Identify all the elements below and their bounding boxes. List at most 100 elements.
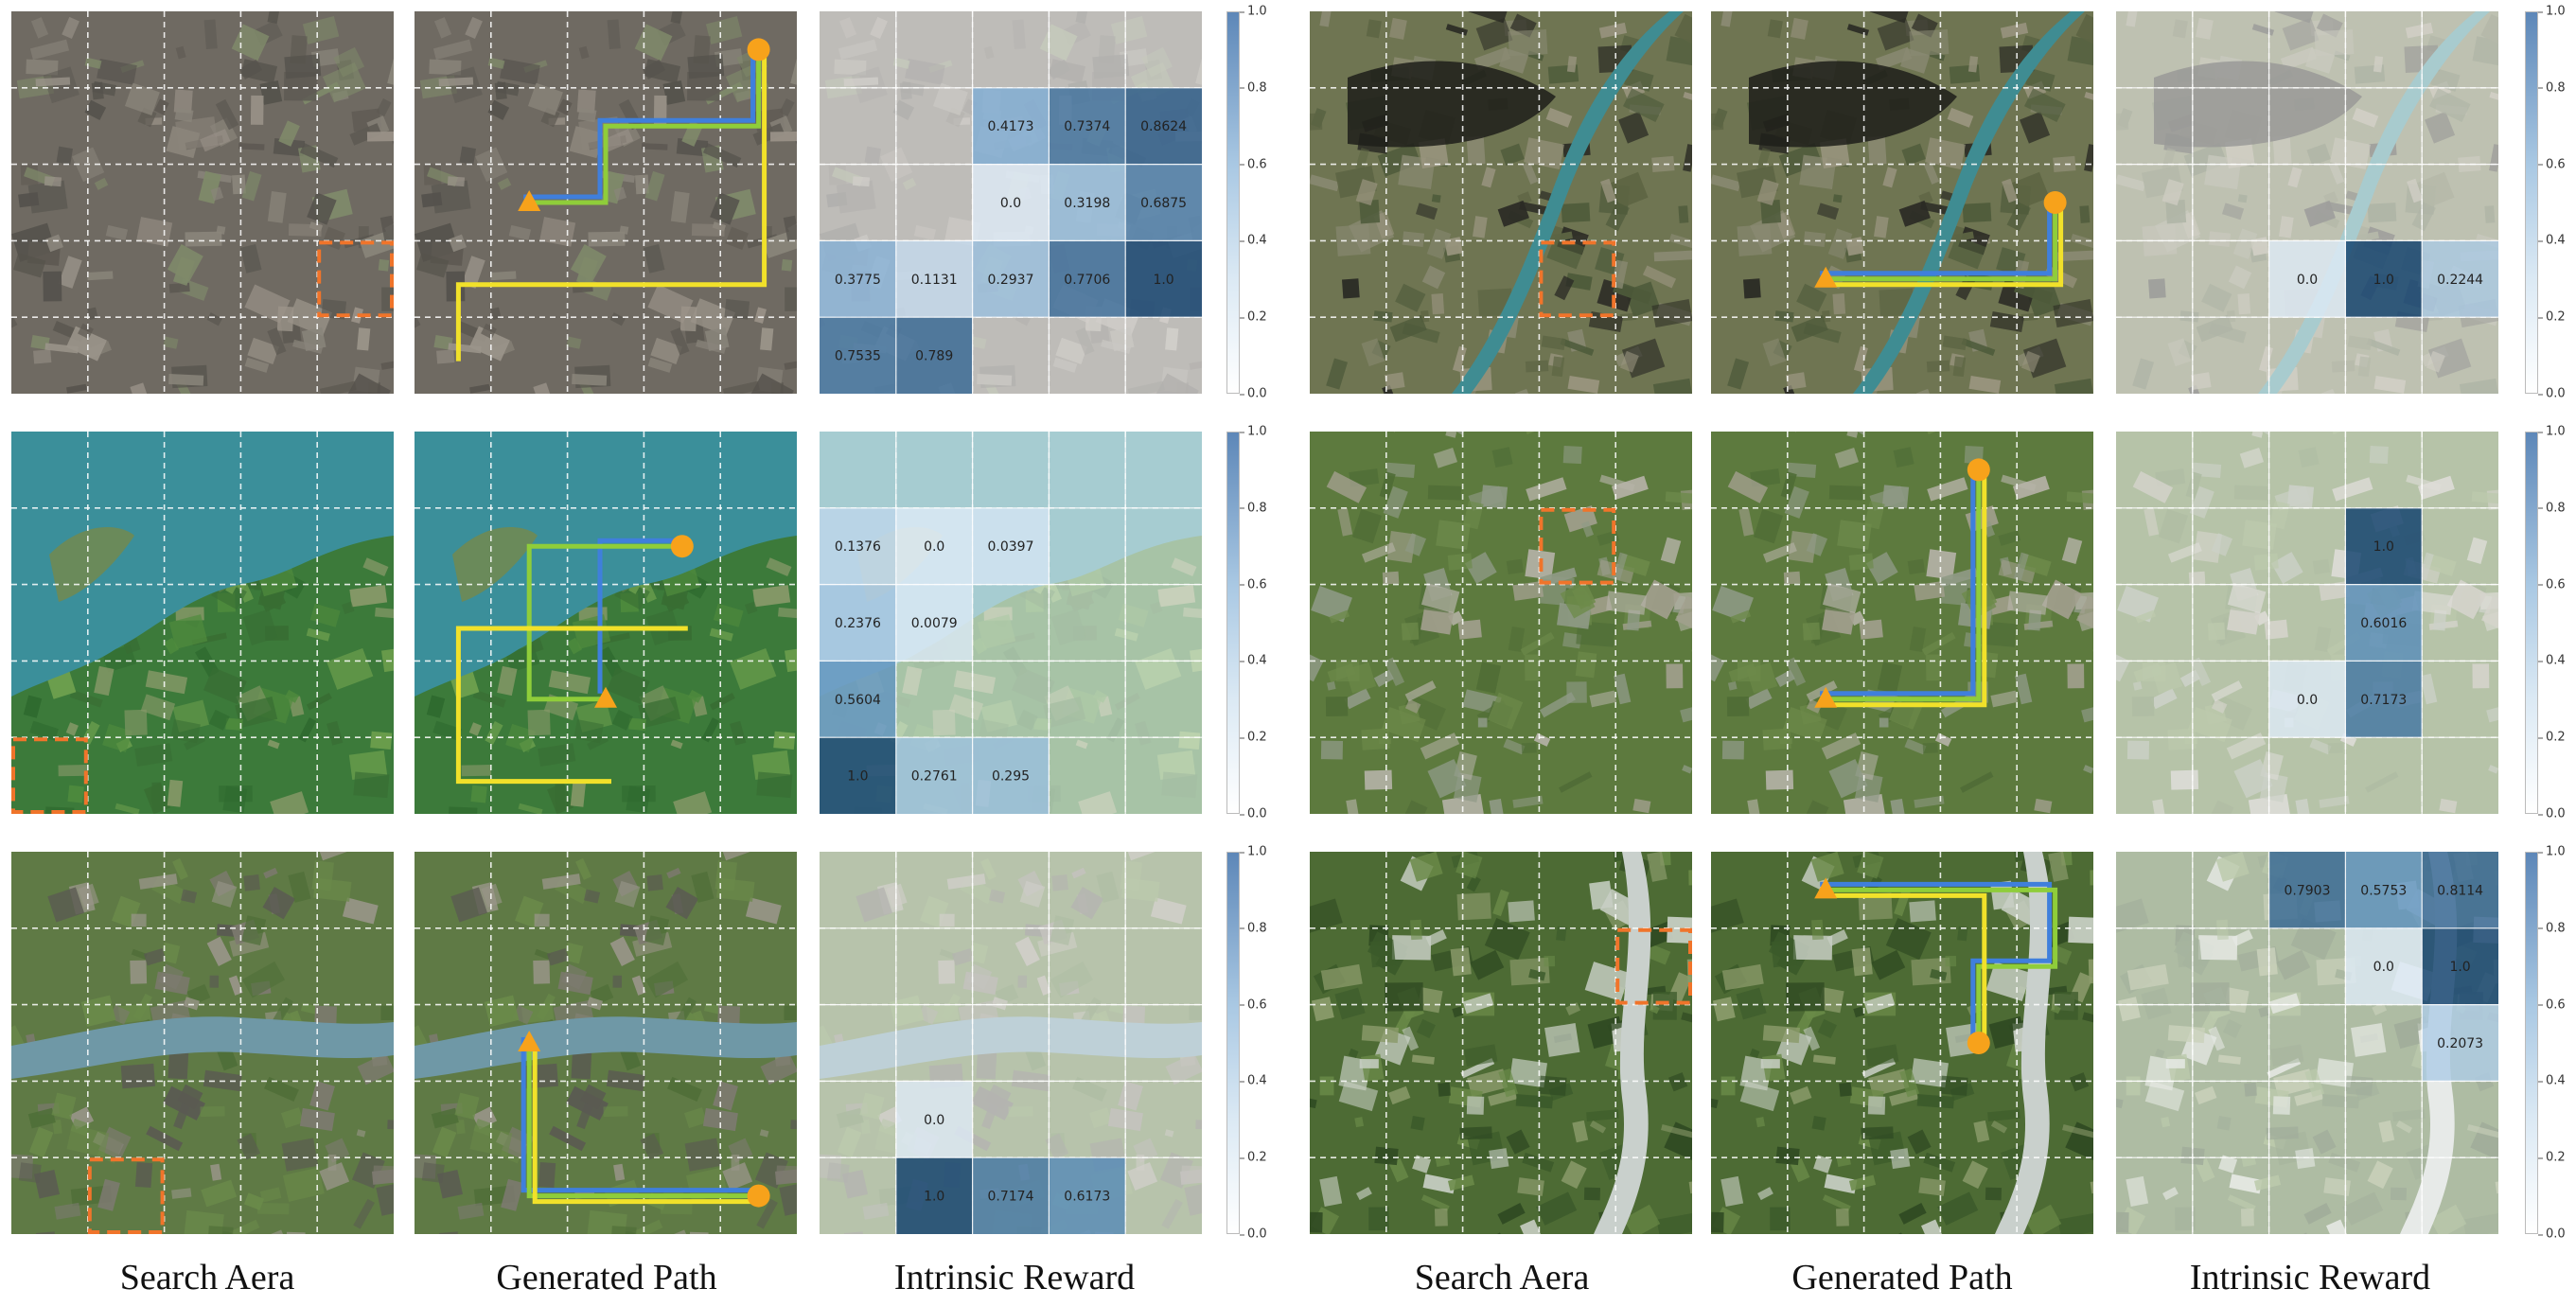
reward-value: 0.7174	[988, 1190, 1034, 1205]
path-line	[532, 1049, 765, 1205]
generated-path-panel	[1711, 852, 2093, 1234]
aerial-map-image	[1711, 11, 2093, 394]
colorbar-tick: 1.0	[1240, 424, 1267, 439]
aerial-map-image	[1711, 432, 2093, 814]
reward-value: 0.7374	[1064, 119, 1110, 134]
column-label-generated-path-left: Generated Path	[496, 1258, 717, 1297]
reward-cell	[972, 240, 1050, 318]
target-box	[87, 1157, 165, 1234]
target-box	[1539, 507, 1616, 585]
reward-value: 0.7173	[2360, 693, 2407, 708]
reward-cell	[972, 507, 1050, 585]
path-line	[526, 543, 682, 702]
reward-value: 1.0	[1153, 273, 1173, 288]
search-area-panel	[11, 432, 394, 814]
colorbar-tick: 0.6	[1240, 157, 1267, 172]
colorbar-tick: 0.8	[2538, 921, 2566, 936]
start-triangle-marker	[518, 1031, 541, 1051]
path-line	[526, 1043, 759, 1199]
search-area-panel	[1310, 852, 1692, 1234]
generated-path-panel	[1711, 432, 2093, 814]
colorbar-tick: 0.2	[2538, 1150, 2566, 1165]
search-area-panel	[1310, 432, 1692, 814]
search-area-panel	[11, 852, 394, 1234]
colorbar-tick: 0.0	[2538, 1227, 2566, 1242]
goal-circle-marker	[2043, 191, 2067, 214]
path-line	[1820, 197, 2053, 276]
reward-cell	[820, 507, 896, 585]
path-line	[455, 626, 688, 785]
reward-value: 0.2244	[2437, 273, 2483, 288]
goal-circle-marker	[747, 1184, 770, 1208]
reward-value: 0.789	[915, 349, 953, 364]
path-line	[1826, 203, 2058, 282]
colorbar-tick: 0.4	[2538, 233, 2566, 248]
aerial-map-image	[415, 852, 797, 1234]
colorbar-tick: 0.4	[1240, 233, 1267, 248]
reward-cell	[820, 240, 896, 318]
start-triangle-marker	[518, 190, 541, 211]
target-box	[317, 240, 394, 318]
reward-cell	[2345, 240, 2423, 318]
reward-cell	[2345, 584, 2423, 662]
reward-value: 0.6173	[1064, 1190, 1110, 1205]
path-line	[1831, 892, 1987, 1049]
start-triangle-marker	[594, 686, 617, 708]
search-area-panel	[1310, 11, 1692, 394]
colorbar-gradient	[1226, 852, 1240, 1234]
column-label-search-area-right: Search Aera	[1414, 1258, 1590, 1297]
generated-path-panel	[1711, 11, 2093, 394]
column-label-intrinsic-reward-left: Intrinsic Reward	[893, 1258, 1136, 1297]
colorbar-gradient	[2525, 852, 2538, 1234]
search-area-panel	[11, 11, 394, 394]
colorbar-tick: 0.2	[1240, 1150, 1267, 1165]
reward-cell	[895, 584, 973, 662]
aerial-map-image	[1310, 852, 1692, 1234]
aerial-map-image	[415, 11, 797, 394]
reward-cell	[895, 1081, 973, 1158]
reward-cell	[2345, 927, 2423, 1005]
colorbar-tick: 1.0	[2538, 424, 2566, 439]
reward-cell	[1049, 1157, 1126, 1234]
colorbar-gradient	[2525, 11, 2538, 394]
colorbar-tick: 1.0	[2538, 844, 2566, 859]
reward-value: 0.5753	[2360, 883, 2407, 898]
reward-value: 1.0	[847, 769, 868, 785]
reward-cell	[895, 317, 973, 394]
reward-cell	[2345, 661, 2423, 738]
reward-cell	[2268, 661, 2346, 738]
target-box	[1615, 927, 1692, 1005]
reward-cell	[820, 584, 896, 662]
path-line	[1820, 464, 1976, 697]
reward-cell	[2422, 927, 2498, 1005]
colorbar-tick: 1.0	[1240, 4, 1267, 19]
colorbar-tick: 0.0	[2538, 806, 2566, 821]
column-label-generated-path-right: Generated Path	[1791, 1258, 2013, 1297]
goal-circle-marker	[670, 535, 694, 558]
colorbar-tick: 0.6	[1240, 997, 1267, 1013]
reward-cell	[895, 737, 973, 814]
colorbar-tick: 0.6	[1240, 577, 1267, 592]
colorbar-tick: 0.8	[2538, 501, 2566, 516]
colorbar-tick: 0.0	[1240, 1227, 1267, 1242]
path-line	[1831, 208, 2064, 288]
colorbar-tick: 0.8	[1240, 80, 1267, 96]
reward-value: 0.7535	[835, 349, 881, 364]
goal-circle-marker	[1967, 1032, 1990, 1054]
path-line	[1820, 881, 2053, 1037]
reward-value: 1.0	[2449, 960, 2470, 975]
reward-cell	[2268, 240, 2346, 318]
reward-value: 0.2376	[835, 616, 881, 631]
path-line	[455, 55, 768, 362]
aerial-map-image	[11, 11, 394, 394]
reward-cell	[895, 240, 973, 318]
column-label-search-area-left: Search Aera	[119, 1258, 295, 1297]
reward-value: 0.6016	[2360, 616, 2407, 631]
reward-value: 0.0	[1000, 196, 1021, 211]
colorbar-tick: 0.8	[2538, 80, 2566, 96]
reward-value: 0.1131	[911, 273, 958, 288]
reward-cell	[972, 87, 1050, 165]
